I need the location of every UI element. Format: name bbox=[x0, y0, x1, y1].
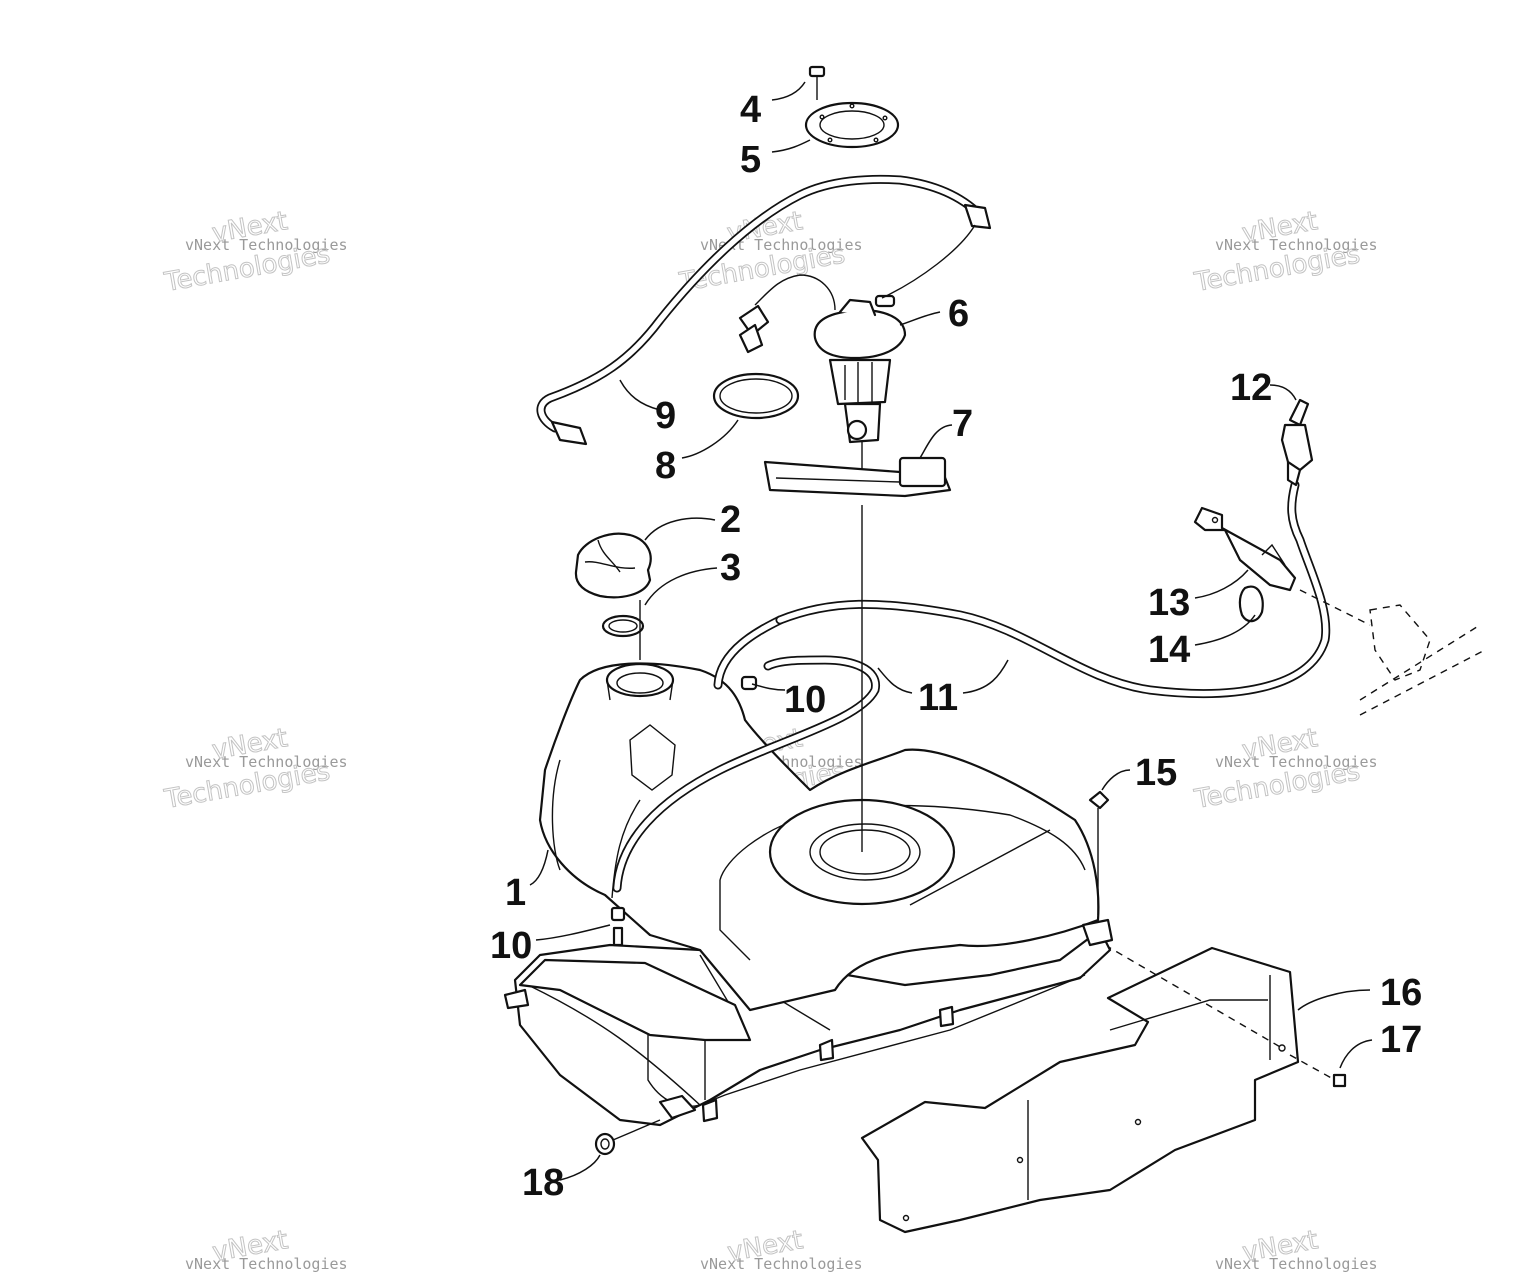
callout-3: 3 bbox=[720, 547, 741, 589]
callout-7: 7 bbox=[952, 403, 973, 445]
watermark-6: vNext vNext Technologies Technologies bbox=[1191, 723, 1378, 816]
fuel-tank bbox=[503, 662, 1114, 1127]
mount-bolt bbox=[1088, 790, 1110, 826]
watermark-small: vNext Technologies bbox=[1215, 1255, 1378, 1273]
filter-bracket bbox=[1193, 506, 1297, 592]
supply-hose bbox=[536, 174, 992, 446]
callout-14: 14 bbox=[1148, 629, 1190, 671]
cap-seal bbox=[601, 614, 645, 638]
callout-11: 11 bbox=[918, 677, 958, 719]
fuel-line bbox=[775, 480, 1331, 698]
callout-12: 12 bbox=[1230, 367, 1272, 409]
watermark-small: vNext Technologies bbox=[185, 1255, 348, 1273]
shield-screw bbox=[1332, 1073, 1347, 1088]
callout-4: 4 bbox=[740, 89, 761, 131]
callout-13: 13 bbox=[1148, 582, 1190, 624]
leader-lines bbox=[529, 81, 1373, 1181]
frame-phantom bbox=[1299, 589, 1486, 716]
callouts: 1 2 3 4 5 6 7 8 9 10 10 11 12 13 14 15 1… bbox=[490, 89, 1422, 1204]
callout-16: 16 bbox=[1380, 972, 1422, 1014]
callout-15: 15 bbox=[1135, 752, 1177, 794]
hose-cap-10-top bbox=[740, 675, 758, 691]
watermark-9: vNext vNext Technologies bbox=[1215, 1225, 1378, 1273]
hose-clamp bbox=[1238, 585, 1264, 623]
watermark-small: vNext Technologies bbox=[185, 753, 348, 771]
watermark-small: vNext Technologies bbox=[1215, 236, 1378, 254]
callout-17: 17 bbox=[1380, 1019, 1422, 1061]
callout-9: 9 bbox=[655, 395, 676, 437]
watermark-7: vNext vNext Technologies bbox=[185, 1225, 348, 1273]
callout-18: 18 bbox=[522, 1162, 564, 1204]
pump-o-ring bbox=[712, 372, 800, 420]
hose-cap-lower bbox=[610, 906, 626, 947]
watermark-8: vNext vNext Technologies bbox=[700, 1225, 863, 1273]
watermark-small: vNext Technologies bbox=[1215, 753, 1378, 771]
callout-10-lower: 10 bbox=[490, 925, 532, 967]
watermark-1: vNext vNext Technologies Technologies bbox=[161, 206, 348, 299]
watermark-small: vNext Technologies bbox=[700, 1255, 863, 1273]
fuel-cap bbox=[574, 532, 652, 599]
fuel-pump bbox=[763, 294, 952, 498]
fuel-filter bbox=[1280, 398, 1314, 487]
gasket-screw bbox=[808, 65, 826, 100]
callout-2: 2 bbox=[720, 499, 741, 541]
callout-6: 6 bbox=[948, 293, 969, 335]
callout-10-upper: 10 bbox=[784, 679, 826, 721]
callout-8: 8 bbox=[655, 445, 676, 487]
pump-harness bbox=[738, 274, 836, 354]
vent-hose-tank bbox=[612, 615, 880, 893]
skid-plate bbox=[860, 944, 1336, 1234]
watermark-small: vNext Technologies bbox=[185, 236, 348, 254]
callout-1: 1 bbox=[505, 872, 526, 914]
pump-gasket bbox=[804, 101, 900, 149]
watermark-3: vNext vNext Technologies Technologies bbox=[1191, 206, 1378, 299]
callout-5: 5 bbox=[740, 139, 761, 181]
drain-grommet bbox=[594, 1132, 616, 1156]
watermark-4: vNext vNext Technologies Technologies bbox=[161, 723, 348, 816]
